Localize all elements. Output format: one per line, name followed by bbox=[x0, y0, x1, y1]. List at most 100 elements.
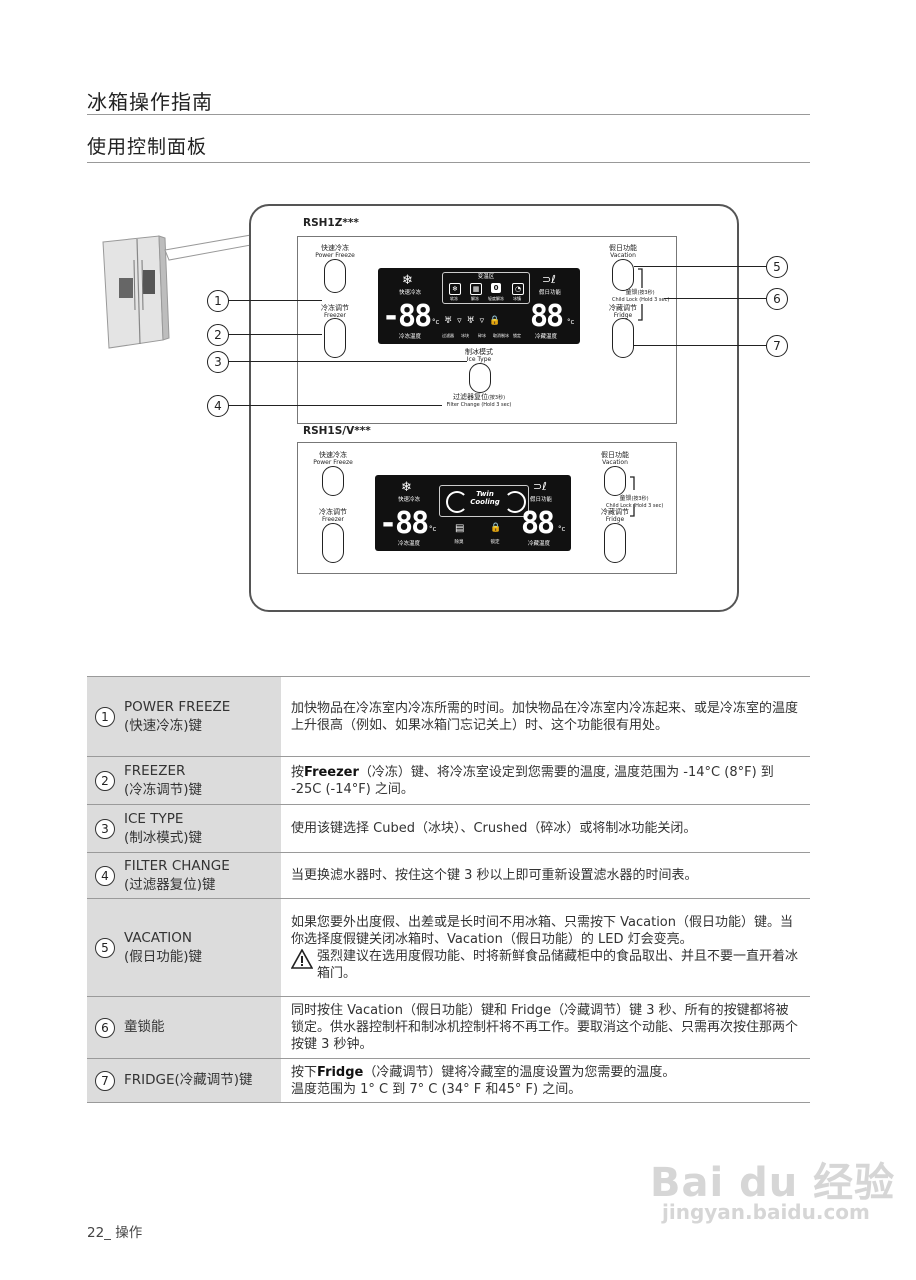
quick-thaw-icon: 0 bbox=[491, 283, 501, 293]
fridge-temp-digits: 88 bbox=[530, 299, 564, 334]
fridge-button[interactable] bbox=[604, 523, 626, 563]
vacation-button[interactable] bbox=[612, 259, 634, 291]
lock-icon: 🔒 bbox=[490, 523, 502, 533]
child-lock-bracket bbox=[638, 268, 643, 321]
callout-4: 4 bbox=[207, 395, 229, 417]
freezer-button[interactable] bbox=[324, 318, 346, 358]
row-number: 6 bbox=[95, 1017, 115, 1038]
fridge-temp-label: 冷藏温度 bbox=[534, 334, 557, 340]
snowflake-icon: ❄ bbox=[402, 273, 413, 288]
filter-icon-label: 过滤器 bbox=[442, 333, 454, 338]
callout-line bbox=[227, 361, 467, 363]
callout-1: 1 bbox=[207, 290, 229, 312]
callout-line bbox=[227, 334, 322, 336]
freezer-button[interactable] bbox=[322, 523, 344, 563]
ice-type-button[interactable] bbox=[469, 363, 491, 393]
table-row: 2FREEZER(冷冻调节)键 按Freezer（冷冻）键、将冷冻室设定到您需要… bbox=[87, 756, 810, 805]
freezer-temp-digits: -88 bbox=[382, 299, 432, 334]
child-lock-label: 童锁(按3秒)Child Lock (Hold 3 sec) bbox=[612, 289, 670, 303]
callout-2: 2 bbox=[207, 324, 229, 346]
row-number: 5 bbox=[95, 937, 115, 958]
deodorizer-label: 除臭 bbox=[454, 540, 464, 545]
freezer-temp-label: 冷冻温度 bbox=[398, 334, 421, 340]
vacation-indicator: 假日功能 bbox=[529, 497, 552, 503]
table-row: 1POWER FREEZE(快速冷冻)键 加快物品在冷冻室内冷冻所需的时间。加快… bbox=[87, 676, 810, 757]
row-number: 4 bbox=[95, 865, 115, 886]
callout-line bbox=[634, 345, 766, 347]
power-freeze-button[interactable] bbox=[324, 259, 346, 293]
row-description: 同时按住 Vacation（假日功能）键和 Fridge（冷藏调节）键 3 秒、… bbox=[281, 996, 810, 1059]
deodorizer-icon: ▤ bbox=[455, 523, 465, 534]
freezer-temp-unit: °c bbox=[432, 318, 440, 326]
key-description-table: 1POWER FREEZE(快速冷冻)键 加快物品在冷冻室内冷冻所需的时间。加快… bbox=[87, 676, 810, 1103]
vacation-button[interactable] bbox=[604, 466, 626, 496]
callout-7: 7 bbox=[766, 335, 788, 357]
callout-line bbox=[664, 298, 766, 300]
thaw-icon: ▦ bbox=[470, 283, 482, 295]
callout-line bbox=[227, 405, 442, 407]
callout-line bbox=[634, 266, 766, 268]
cubed-icon-label: 冰块 bbox=[461, 333, 469, 338]
row-description: 如果您要外出度假、出差或是长时间不用冰箱、只需按下 Vacation（假日功能）… bbox=[281, 898, 810, 997]
callout-6: 6 bbox=[766, 288, 788, 310]
zone-item-label: 解冻 bbox=[471, 296, 479, 301]
row-number: 7 bbox=[95, 1070, 115, 1091]
row-description: 按Freezer（冷冻）键、将冷冻室设定到您需要的温度, 温度范围为 -14°C… bbox=[281, 756, 810, 805]
power-freeze-indicator: 快速冷冻 bbox=[397, 497, 420, 503]
variable-zone-box: 变温区 ❄ ▦ 0 ◔ 软冻 解冻 轻度解冻 冰镇 bbox=[442, 272, 530, 304]
model-label-bottom: RSH1S/V*** bbox=[303, 425, 371, 437]
callout-3: 3 bbox=[207, 351, 229, 373]
variable-zone-label: 变温区 bbox=[477, 274, 495, 280]
power-freeze-button[interactable] bbox=[322, 466, 344, 496]
freezer-temp-unit: °c bbox=[429, 525, 437, 533]
table-row: 4FILTER CHANGE(过滤器复位)键 当更换滤水器时、按住这个键 3 秒… bbox=[87, 852, 810, 899]
page-title: 冰箱操作指南 bbox=[87, 90, 213, 114]
fridge-button[interactable] bbox=[612, 318, 634, 358]
refrigerator-illustration bbox=[102, 234, 252, 349]
fridge-temp-unit: °c bbox=[558, 525, 566, 533]
crushed-icon-label: 碎冰 bbox=[478, 333, 486, 338]
callout-5: 5 bbox=[766, 256, 788, 278]
power-freeze-indicator: 快速冷冻 bbox=[398, 290, 421, 296]
lcd-display-top: ❄ 快速冷冻 变温区 ❄ ▦ 0 ◔ 软冻 解冻 轻度解冻 冰镇 ⊃ℓ 假日功能… bbox=[378, 268, 580, 344]
vacation-icon: ⊃ℓ bbox=[542, 273, 556, 286]
table-row: 5VACATION(假日功能)键 如果您要外出度假、出差或是长时间不用冰箱、只需… bbox=[87, 898, 810, 997]
page-footer: 22_ 操作 bbox=[87, 1225, 143, 1241]
vacation-icon: ⊃ℓ bbox=[533, 480, 547, 493]
twin-cooling-left-icon bbox=[446, 491, 468, 513]
child-lock-bracket bbox=[630, 476, 635, 517]
fridge-temp-digits: 88 bbox=[521, 506, 555, 541]
watermark-url: jingyan.baidu.com bbox=[662, 1200, 870, 1224]
row-number: 2 bbox=[95, 770, 115, 791]
fridge-temp-label: 冷藏温度 bbox=[527, 541, 550, 547]
ice-mode-icons: ♅▿♅▿🔒 bbox=[444, 316, 506, 326]
freezer-temp-label: 冷冻温度 bbox=[397, 541, 420, 547]
zone-item-label: 软冻 bbox=[450, 296, 458, 301]
row-description: 加快物品在冷冻室内冷冻所需的时间。加快物品在冷冻室内冷冻起来、或是冷冻室的温度上… bbox=[281, 676, 810, 757]
vacation-indicator: 假日功能 bbox=[538, 290, 561, 296]
row-number: 3 bbox=[95, 818, 115, 839]
watermark-logo: Bai du 经验 bbox=[650, 1160, 896, 1206]
soft-freeze-icon: ❄ bbox=[449, 283, 461, 295]
fridge-temp-unit: °c bbox=[567, 318, 575, 326]
snowflake-icon: ❄ bbox=[401, 480, 412, 495]
table-row: 3ICE TYPE(制冰模式)键 使用该键选择 Cubed（冰块）、Crushe… bbox=[87, 804, 810, 853]
row-description: 使用该键选择 Cubed（冰块）、Crushed（碎冰）或将制冰功能关闭。 bbox=[281, 804, 810, 853]
child-lock-label: 童锁(按3秒)Child Lock (Hold 3 sec) bbox=[606, 495, 664, 509]
zone-item-label: 轻度解冻 bbox=[488, 296, 504, 301]
divider bbox=[87, 162, 810, 163]
chill-icon: ◔ bbox=[512, 283, 524, 295]
section-title: 使用控制面板 bbox=[87, 136, 208, 158]
freezer-temp-digits: -88 bbox=[379, 506, 429, 541]
warning-icon bbox=[291, 948, 313, 969]
